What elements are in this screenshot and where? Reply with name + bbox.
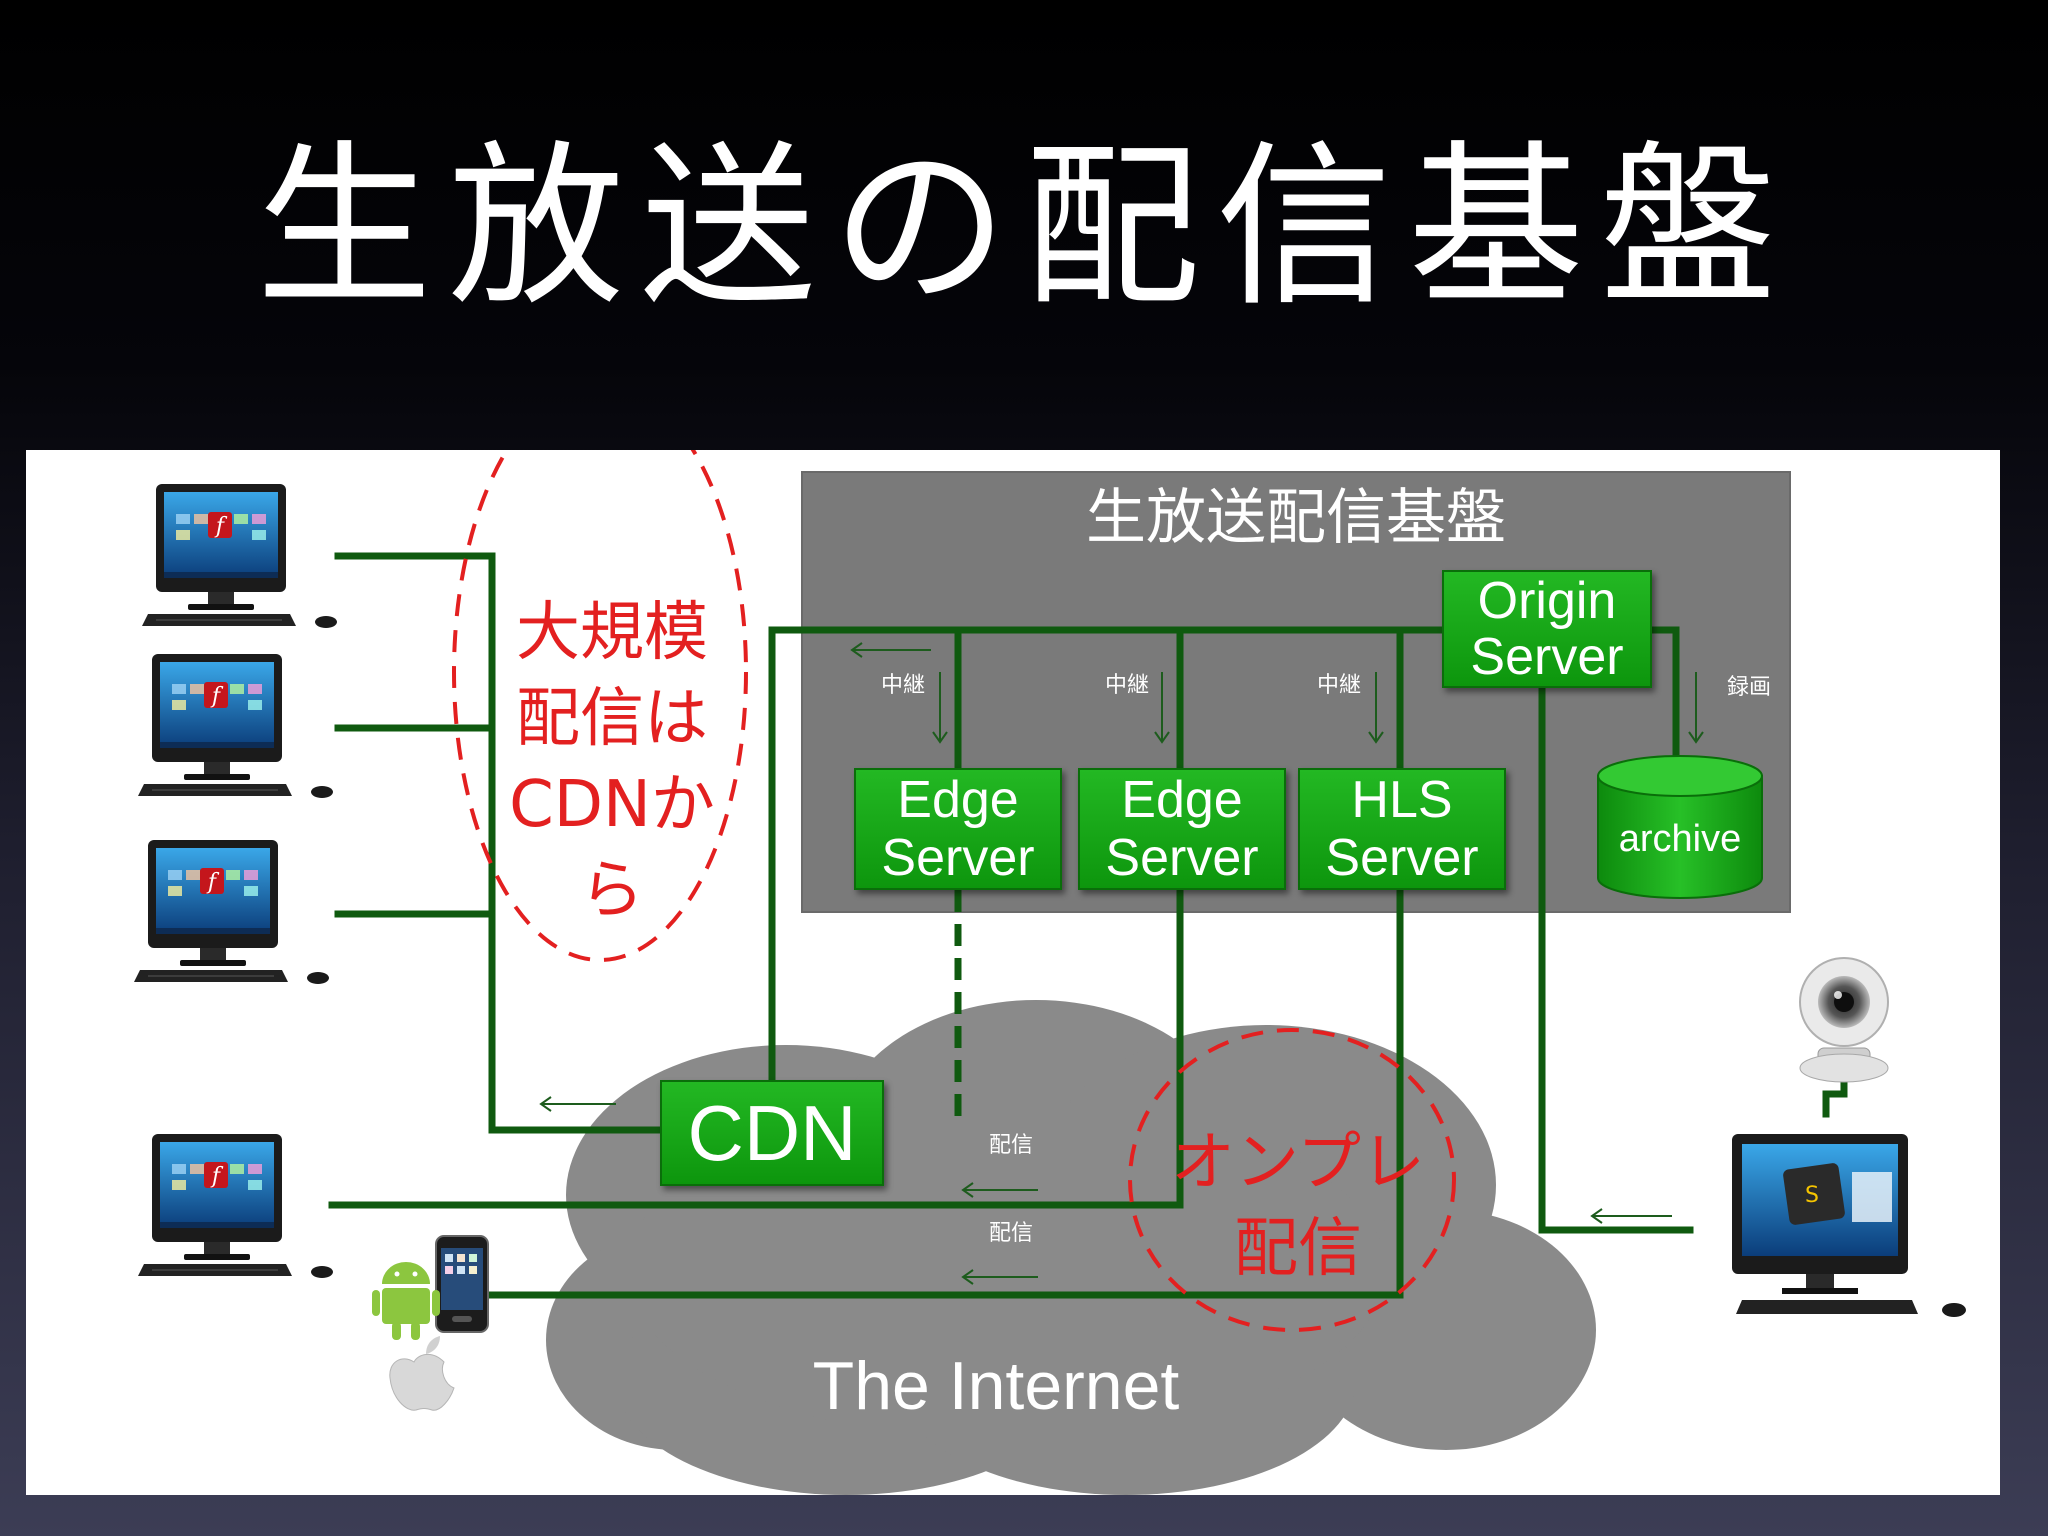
desktop-pc-icon xyxy=(137,653,334,799)
platform-title: 生放送配信基盤 xyxy=(1086,483,1506,553)
edge-server-2-line1: Edge xyxy=(1121,771,1243,829)
cdn-note-line1: 大規模 xyxy=(516,596,708,670)
cdn-label: CDN xyxy=(687,1089,857,1177)
desktop-pc-icon xyxy=(133,839,330,985)
relay-label-1: 中継 xyxy=(880,673,925,698)
slide-title: 生放送の配信基盤 xyxy=(255,125,1792,330)
apple-icon xyxy=(389,1336,455,1411)
onpremise-note-line2: 配信 xyxy=(1234,1212,1362,1286)
edge-server-1-line1: Edge xyxy=(897,771,1019,829)
desktop-pc-icon xyxy=(137,1133,334,1279)
cdn-note: 大規模 配信は CDNか ら xyxy=(492,590,732,934)
edge-server-2-line2: Server xyxy=(1105,829,1259,887)
edge-server-1-box: Edge Server xyxy=(854,768,1062,890)
origin-server-line1: Origin xyxy=(1477,572,1617,630)
cdn-note-ellipse xyxy=(452,450,748,962)
edge-server-1-line2: Server xyxy=(881,829,1035,887)
android-icon xyxy=(372,1262,440,1340)
onpremise-note-line1: オンプレ xyxy=(1170,1126,1426,1200)
cdn-note-line4: ら xyxy=(580,854,644,928)
smartphone-icon xyxy=(435,1235,489,1333)
internet-label: The Internet xyxy=(812,1348,1180,1424)
hls-server-line1: HLS xyxy=(1351,771,1453,829)
cdn-note-line2: 配信は xyxy=(516,682,708,756)
archive-cylinder xyxy=(1597,755,1763,899)
edge-server-2-box: Edge Server xyxy=(1078,768,1286,890)
webcam-icon xyxy=(1799,957,1889,1083)
hls-server-line2: Server xyxy=(1325,829,1479,887)
broadcaster-pc-icon: S xyxy=(1732,1134,1966,1317)
relay-label-2: 中継 xyxy=(1104,673,1149,698)
origin-server-box: Origin Server xyxy=(1442,570,1652,688)
diagram-graphics: f xyxy=(133,450,1966,1495)
cdn-box: CDN xyxy=(660,1080,884,1186)
onpremise-note: オンプレ 配信 xyxy=(1138,1120,1458,1292)
cdn-note-line3: CDNか xyxy=(509,768,715,842)
delivery-label-2: 配信 xyxy=(988,1221,1033,1246)
svg-text:S: S xyxy=(1805,1183,1819,1208)
hls-server-box: HLS Server xyxy=(1298,768,1506,890)
record-label: 録画 xyxy=(1726,675,1771,700)
desktop-pc-icon xyxy=(141,483,338,629)
relay-label-3: 中継 xyxy=(1316,673,1361,698)
origin-server-line2: Server xyxy=(1470,628,1624,686)
onpremise-note-ellipse xyxy=(1128,1028,1456,1332)
archive-label: archive xyxy=(1618,818,1742,860)
delivery-label-1: 配信 xyxy=(988,1133,1033,1158)
diagram-panel: f xyxy=(26,450,2000,1495)
